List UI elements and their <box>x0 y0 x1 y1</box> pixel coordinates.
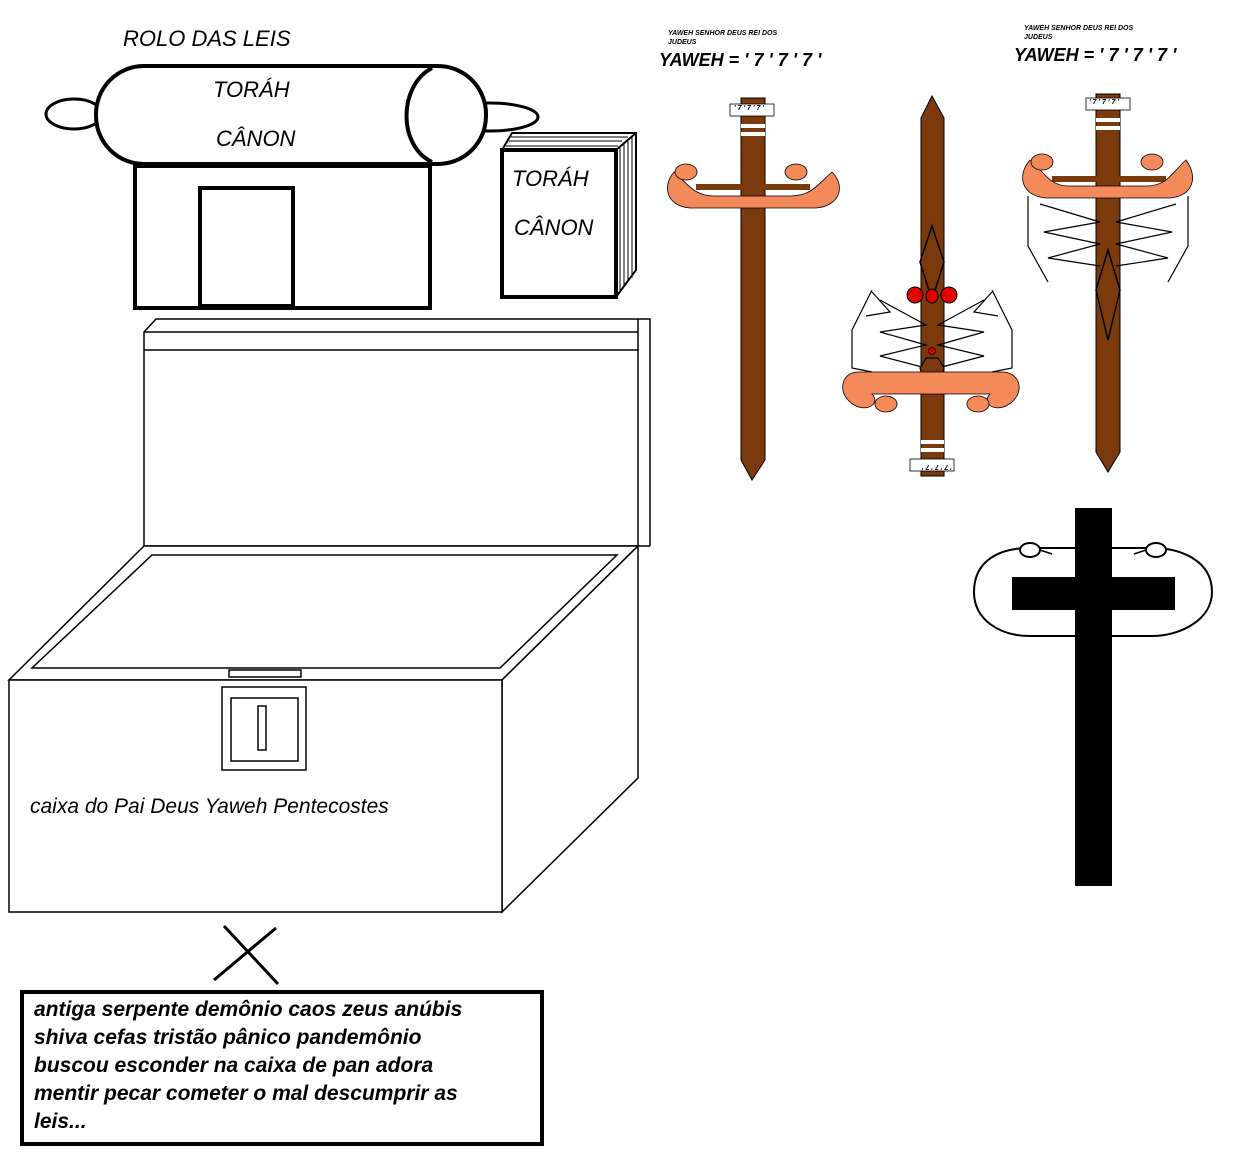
sword-middle-tag <box>909 458 955 472</box>
torah-book <box>500 132 637 299</box>
scroll-pedestal <box>133 164 432 310</box>
sword-right-tag-text: ' 7 ' 7 ' 7 ' <box>1089 99 1120 106</box>
serpent-left-sword <box>667 171 840 209</box>
serpent-loop <box>972 547 1214 637</box>
scroll-label-torah: TORÁH <box>213 77 290 102</box>
chest-label: caixa do Pai Deus Yaweh Pentecostes <box>30 795 389 818</box>
red-eye-center <box>925 288 939 304</box>
caption-line: shiva cefas tristão pânico pandemônio <box>34 1026 422 1049</box>
chest-lid <box>143 318 651 546</box>
sword-left-caption-2: JUDEUS <box>668 39 697 46</box>
scroll-title: ROLO DAS LEIS <box>123 26 291 51</box>
serpent-middle-sword <box>842 371 1020 409</box>
sword-left-caption-1: YAWEH SENHOR DEUS REI DOS <box>668 30 778 37</box>
sword-right <box>1022 93 1193 473</box>
caption-line: leis... <box>34 1110 87 1133</box>
chest-latch <box>228 669 302 678</box>
sword-middle <box>842 94 1020 477</box>
red-eye-left <box>906 286 924 304</box>
black-cross <box>972 508 1214 886</box>
sword-right-caption-2: JUDEUS <box>1024 34 1053 41</box>
serpent-caption-box: antiga serpente demônio caos zeus anúbis… <box>20 990 544 1146</box>
book-label-canon: CÂNON <box>514 215 594 240</box>
book-cover <box>500 148 618 299</box>
sword-right-formula: YAWEH = ' 7 ' 7 ' 7 ' <box>1014 45 1177 65</box>
caption-line: mentir pecar cometer o mal descumprir as <box>34 1082 458 1105</box>
caption-line: antiga serpente demônio caos zeus anúbis <box>34 998 463 1021</box>
sword-left <box>667 97 840 481</box>
sword-right-caption-1: YAWEH SENHOR DEUS REI DOS <box>1024 25 1134 32</box>
serpent-right-sword <box>1022 159 1193 199</box>
caption-line: buscou esconder na caixa de pan adora <box>34 1054 434 1077</box>
scroll-label-canon: CÂNON <box>216 126 296 151</box>
red-eye-right <box>940 286 958 304</box>
torah-scroll <box>44 64 540 166</box>
sword-left-tag <box>729 103 775 117</box>
book-label-torah: TORÁH <box>512 166 589 191</box>
sword-left-formula: YAWEH = ' 7 ' 7 ' 7 ' <box>659 50 822 70</box>
chest <box>7 318 651 914</box>
x-mark <box>213 924 280 986</box>
chest-keyhole <box>257 705 267 751</box>
scroll-right-curl <box>404 66 434 164</box>
pedestal-door <box>198 186 295 308</box>
sword-left-tag-text: ' 7 ' 7 ' 7 ' <box>734 105 765 112</box>
sword-middle-tag-text: ' 7 ' 7 ' 7 ' <box>921 463 952 470</box>
scroll-left-handle <box>44 97 104 131</box>
sword-right-tag <box>1085 97 1131 111</box>
